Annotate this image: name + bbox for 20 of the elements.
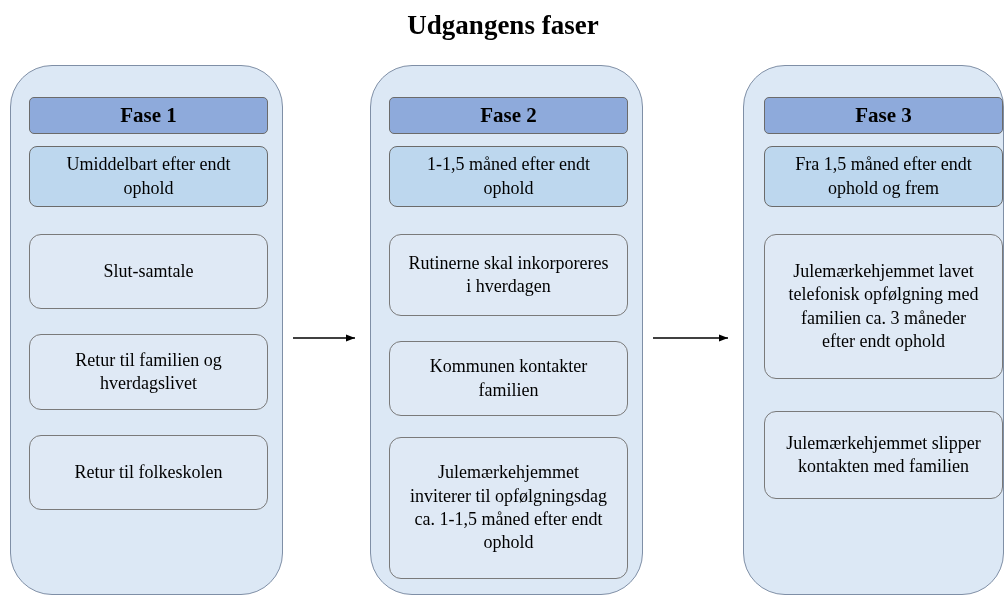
phase-column <box>370 65 643 595</box>
step-box: Kommunen kontakter familien <box>389 341 628 416</box>
phase-header: Fase 1 <box>29 97 268 134</box>
phase-header: Fase 2 <box>389 97 628 134</box>
step-box: Rutinerne skal inkorporeres i hverdagen <box>389 234 628 316</box>
phase-column <box>743 65 1004 595</box>
timing-box: 1-1,5 måned efter endt ophold <box>389 146 628 207</box>
step-box: Slut-samtale <box>29 234 268 309</box>
step-box: Julemærkehjemmet inviterer til opfølgningsdag ca. 1-1,5 måned efter endt ophold <box>389 437 628 579</box>
step-box: Retur til folkeskolen <box>29 435 268 510</box>
step-box: Retur til familien og hverdagslivet <box>29 334 268 410</box>
step-box: Julemærkehjemmet slipper kontakten med familien <box>764 411 1003 499</box>
timing-box: Umiddelbart efter endt ophold <box>29 146 268 207</box>
phase-header: Fase 3 <box>764 97 1003 134</box>
phase-column <box>10 65 283 595</box>
arrow <box>652 334 729 342</box>
arrow <box>292 334 356 342</box>
timing-box: Fra 1,5 måned efter endt ophold og frem <box>764 146 1003 207</box>
diagram-title: Udgangens faser <box>406 10 600 41</box>
step-box: Julemærkehjemmet lavet telefonisk opfølgning med familien ca. 3 måneder efter endt ophold <box>764 234 1003 379</box>
